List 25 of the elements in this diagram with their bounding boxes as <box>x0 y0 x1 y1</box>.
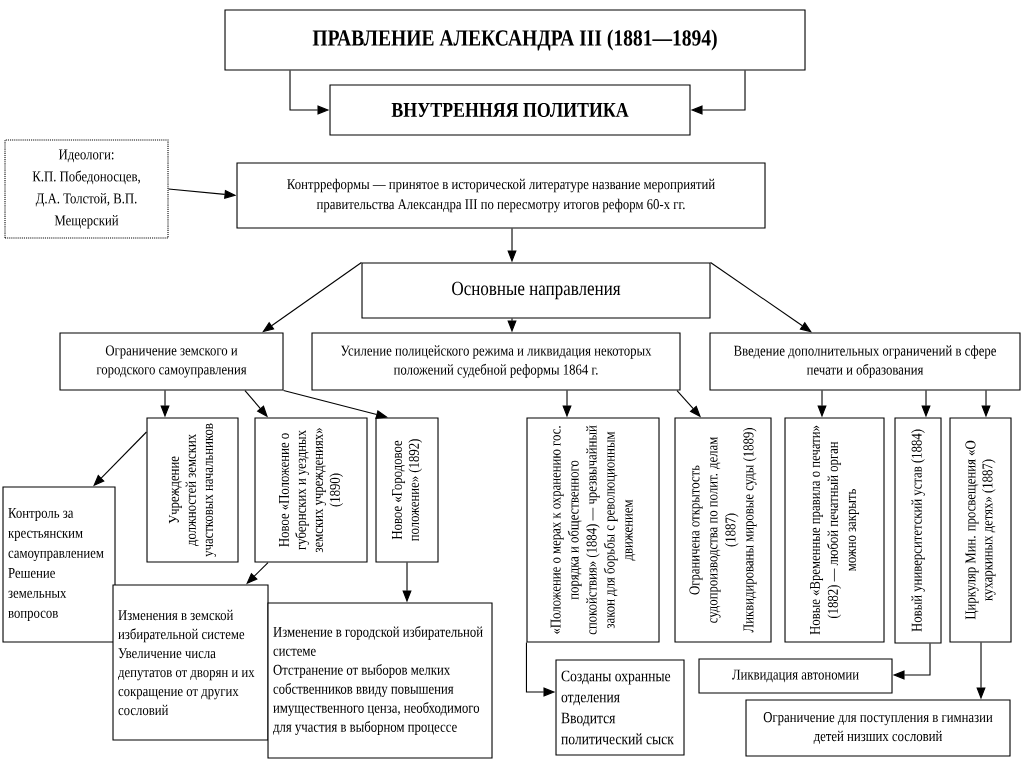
vertical-text-box: Новый университетский устав (1884) <box>894 417 942 644</box>
direction-box: Усиление полицейского режима и ликвидация некоторых положений судебной реформы 1864 г. <box>311 332 681 391</box>
vertical-text-box: Циркуляр Мин. просвещения «О кухаркиных детях» (1887) <box>949 417 1012 643</box>
vertical-text-box: Новое «Положение о губернских и уездных земских учреждениях» (1890) <box>254 417 368 563</box>
arrow <box>283 390 388 419</box>
heading-box: Основные направления <box>361 262 711 319</box>
arrow <box>710 261 812 333</box>
info-box: Контроль за крестьянским самоуправлением Решение земельных вопросов <box>2 486 116 643</box>
arrow <box>262 261 362 333</box>
direction-box: Введение дополнительных ограничений в сфере печати и образования <box>709 332 1021 391</box>
info-box: Ограничение для поступления в гимназии детей низших сословий <box>745 699 1011 757</box>
heading-box: ВНУТРЕННЯЯ ПОЛИТИКА <box>329 84 691 136</box>
vertical-text-box: Ограничена открытость судопроизводства по полит. делам (1887) Ликвидированы мировые суды (1889) <box>674 417 772 643</box>
direction-box: Ограничение земского и городского самоуправления <box>59 332 284 391</box>
note-box: Идеологи: К.П. Победоносцев, Д.А. Толстой, В.П. Мещерский <box>4 139 169 239</box>
vertical-text-box: Новые «Временные правила о печати» (1882) — любой печатный орган можно закрыть <box>784 417 885 643</box>
info-box: Ликвидация автономии <box>698 658 893 694</box>
info-box: Изменение в городской избирательной системе Отстранение от выборов мелких собственников ввиду повышения имущественного ценза, необходимого для участия в выборном процессе <box>267 602 493 759</box>
title-box: ПРАВЛЕНИЕ АЛЕКСАНДРА III (1881—1894) <box>224 9 806 71</box>
vertical-text-box: Учреждение должностей земских участковых начальников <box>146 417 239 563</box>
vertical-text-box: Новое «Городовое положение» (1892) <box>375 417 439 563</box>
info-box: Контрреформы — принятое в исторической литературе название мероприятий правительства Александра III по пересмотру итогов реформ 60-х гг. <box>236 162 766 229</box>
info-box: Изменения в земской избирательной системе Увеличение числа депутатов от дворян и их сокращение от других сословий <box>112 584 269 741</box>
info-box: Созданы охранные отделения Вводится политический сыск <box>555 659 685 756</box>
vertical-text-box: «Положение о мерах к охранению гос. порядка и общественного спокойствия» (1884) — чрезвычайный закон для борьбы с революционным движением <box>526 417 660 643</box>
